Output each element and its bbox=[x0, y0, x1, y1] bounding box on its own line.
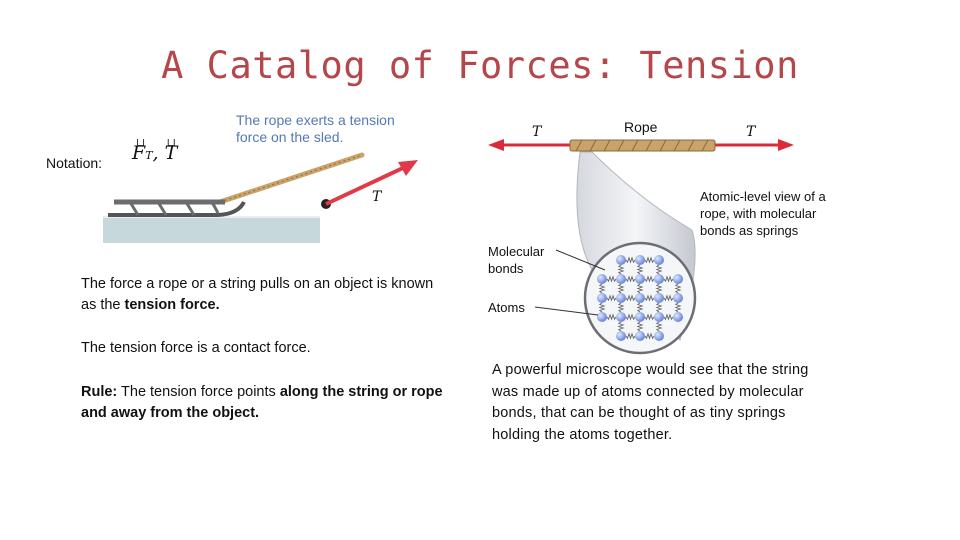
molecular-bond-spring bbox=[606, 313, 617, 321]
molecular-bond-spring bbox=[598, 302, 606, 313]
sled-strut bbox=[210, 201, 220, 214]
right-vector-label: T bbox=[746, 124, 756, 140]
molecular-bond-spring bbox=[674, 283, 682, 294]
molecular-bond-spring bbox=[617, 321, 625, 332]
molecular-bond-spring bbox=[655, 302, 663, 313]
atom bbox=[597, 312, 607, 322]
contact-force-statement: The tension force is a contact force. bbox=[81, 340, 311, 356]
molecular-bond-spring bbox=[598, 283, 606, 294]
molecular-bond-spring bbox=[663, 313, 674, 321]
molecular-bond-spring bbox=[663, 275, 674, 283]
molecular-bond-spring bbox=[644, 332, 655, 340]
sled-strut bbox=[128, 201, 140, 216]
tension-definition: The force a rope or a string pulls on an… bbox=[81, 274, 451, 316]
molecular-bond-spring bbox=[617, 264, 625, 275]
molecular-bond-spring bbox=[636, 321, 644, 332]
atom bbox=[635, 293, 645, 303]
rule-direction: along the string or rope and away from t… bbox=[81, 384, 443, 421]
molecular-bond-spring bbox=[644, 275, 655, 283]
vector-hat-icon: ⊔ bbox=[166, 136, 176, 149]
sled-caption: The rope exerts a tension force on the s… bbox=[236, 112, 395, 145]
microscope-explanation: A powerful microscope would see that the… bbox=[492, 362, 809, 443]
molecular-bond-spring bbox=[644, 313, 655, 321]
atom bbox=[654, 331, 664, 341]
rule-label: Rule: bbox=[81, 384, 118, 400]
molecular-bonds-label: Molecular bonds bbox=[488, 244, 545, 276]
atoms-label: Atoms bbox=[488, 300, 525, 315]
molecular-bond-spring bbox=[655, 283, 663, 294]
rope-twist-lines bbox=[575, 139, 709, 152]
molecular-bond-spring bbox=[636, 264, 644, 275]
tension-symbol: ⊔T bbox=[164, 136, 178, 164]
atom bbox=[654, 255, 664, 265]
arrow-head-icon bbox=[778, 139, 794, 151]
atom bbox=[635, 255, 645, 265]
molecular-bonds-pointer bbox=[555, 249, 606, 271]
sled-rope bbox=[217, 152, 365, 205]
left-vector-label: T bbox=[532, 124, 542, 140]
snow-ground bbox=[103, 216, 320, 243]
molecular-bond-spring bbox=[655, 321, 663, 332]
molecular-bond-spring bbox=[606, 294, 617, 302]
notation-separator: , bbox=[152, 142, 159, 164]
arrow-head-icon bbox=[488, 139, 504, 151]
molecular-bond-spring bbox=[644, 294, 655, 302]
molecular-bond-spring bbox=[617, 302, 625, 313]
molecular-bond-spring bbox=[625, 256, 636, 264]
molecular-bond-spring bbox=[617, 283, 625, 294]
atom bbox=[654, 293, 664, 303]
sled-runner bbox=[108, 200, 246, 217]
atom bbox=[635, 312, 645, 322]
atom bbox=[673, 274, 683, 284]
atomic-view-caption: Atomic-level view of a rope, with molecu… bbox=[700, 189, 826, 238]
molecular-bond-spring bbox=[625, 332, 636, 340]
atom bbox=[654, 274, 664, 284]
force-subscript: T bbox=[145, 149, 153, 162]
atom bbox=[597, 293, 607, 303]
tension-vector bbox=[325, 165, 406, 206]
atom bbox=[654, 312, 664, 322]
molecular-bond-spring bbox=[625, 294, 636, 302]
atom bbox=[616, 255, 626, 265]
atom bbox=[635, 274, 645, 284]
molecular-bond-spring bbox=[636, 283, 644, 294]
rule-text: The tension force points bbox=[117, 384, 280, 400]
vector-hat-icon: ⊔ bbox=[136, 136, 146, 149]
molecular-bond-spring bbox=[606, 275, 617, 283]
atom bbox=[597, 274, 607, 284]
molecular-bond-spring bbox=[663, 294, 674, 302]
sled-strut bbox=[184, 201, 196, 216]
tension-symbol-letter: T bbox=[164, 142, 178, 164]
sled-vector-label: T bbox=[372, 189, 382, 205]
atom bbox=[635, 331, 645, 341]
notation-label: Notation: bbox=[46, 155, 103, 171]
atom bbox=[616, 331, 626, 341]
molecular-bond-spring bbox=[636, 302, 644, 313]
atom bbox=[616, 274, 626, 284]
atom bbox=[673, 293, 683, 303]
rope-label: Rope bbox=[624, 119, 658, 135]
page-title: A Catalog of Forces: Tension bbox=[161, 44, 799, 87]
molecular-bond-spring bbox=[655, 264, 663, 275]
tension-definition-text: The force a rope or a string pulls on an… bbox=[81, 276, 434, 313]
atom bbox=[616, 293, 626, 303]
force-symbol: F bbox=[132, 142, 146, 164]
atom bbox=[673, 312, 683, 322]
rope-figure bbox=[488, 139, 794, 355]
tension-rule: Rule: The tension force points along the… bbox=[81, 382, 461, 424]
sled-strut bbox=[156, 201, 168, 216]
molecular-bond-spring bbox=[644, 256, 655, 264]
arrow-head-icon bbox=[398, 160, 418, 176]
notation-symbols: ⊔FT, ⊔T bbox=[132, 136, 178, 164]
molecular-bond-spring bbox=[674, 302, 682, 313]
molecular-bond-spring bbox=[625, 275, 636, 283]
tension-term: tension force. bbox=[124, 297, 220, 313]
atom bbox=[616, 312, 626, 322]
tension-force-symbol: ⊔FT bbox=[132, 136, 153, 164]
atom-lattice bbox=[597, 255, 683, 341]
atoms-pointer bbox=[534, 306, 599, 316]
molecular-bond-spring bbox=[625, 313, 636, 321]
sled-figure bbox=[103, 152, 418, 243]
